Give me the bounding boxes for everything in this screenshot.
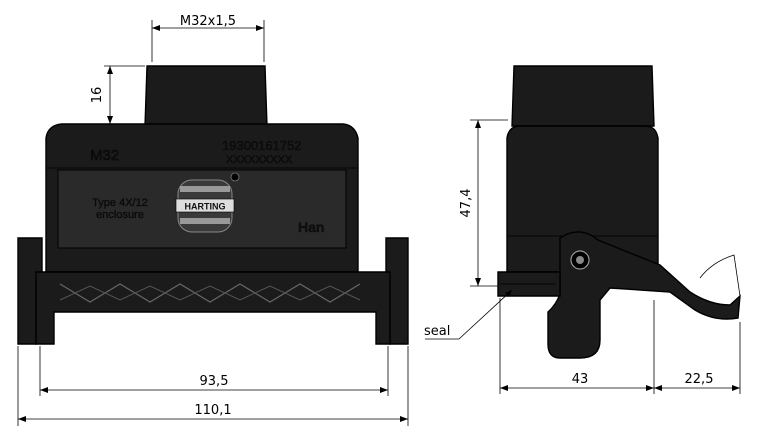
- brand-label: HARTING: [185, 202, 226, 212]
- base-frame: [35, 271, 391, 345]
- locking-lever: [547, 231, 741, 359]
- dim-spigot-height: 16: [90, 87, 105, 104]
- seal-profile-2: [59, 285, 361, 301]
- dim-thread: M32x1,5: [180, 14, 236, 29]
- side-body: [506, 125, 659, 273]
- series-label: Han: [298, 219, 324, 235]
- type-line-1: Type 4X/12: [92, 197, 148, 209]
- dim-outer-width: 110,1: [194, 403, 231, 418]
- dim-lever-reach: 22,5: [685, 372, 714, 387]
- cable-spigot: [144, 65, 268, 127]
- type-line-2: enclosure: [96, 209, 144, 221]
- dim-depth: 43: [572, 372, 589, 387]
- seal-profile: [59, 283, 361, 303]
- front-view: HARTING M32 19300161752 XXXXXXXXX Type 4…: [17, 14, 409, 426]
- size-code: M32: [90, 147, 119, 164]
- side-spigot: [511, 65, 655, 127]
- part-number: 19300161752: [222, 138, 302, 153]
- dim-height: 47,4: [459, 189, 474, 218]
- harting-logo: HARTING: [175, 179, 235, 233]
- serial-mask: XXXXXXXXX: [226, 154, 293, 166]
- dim-inner-width: 93,5: [200, 374, 229, 389]
- seal-label: seal: [424, 324, 450, 339]
- side-view: 47,4 43 22,5 seal: [424, 65, 741, 394]
- indicator-dot: [230, 172, 240, 182]
